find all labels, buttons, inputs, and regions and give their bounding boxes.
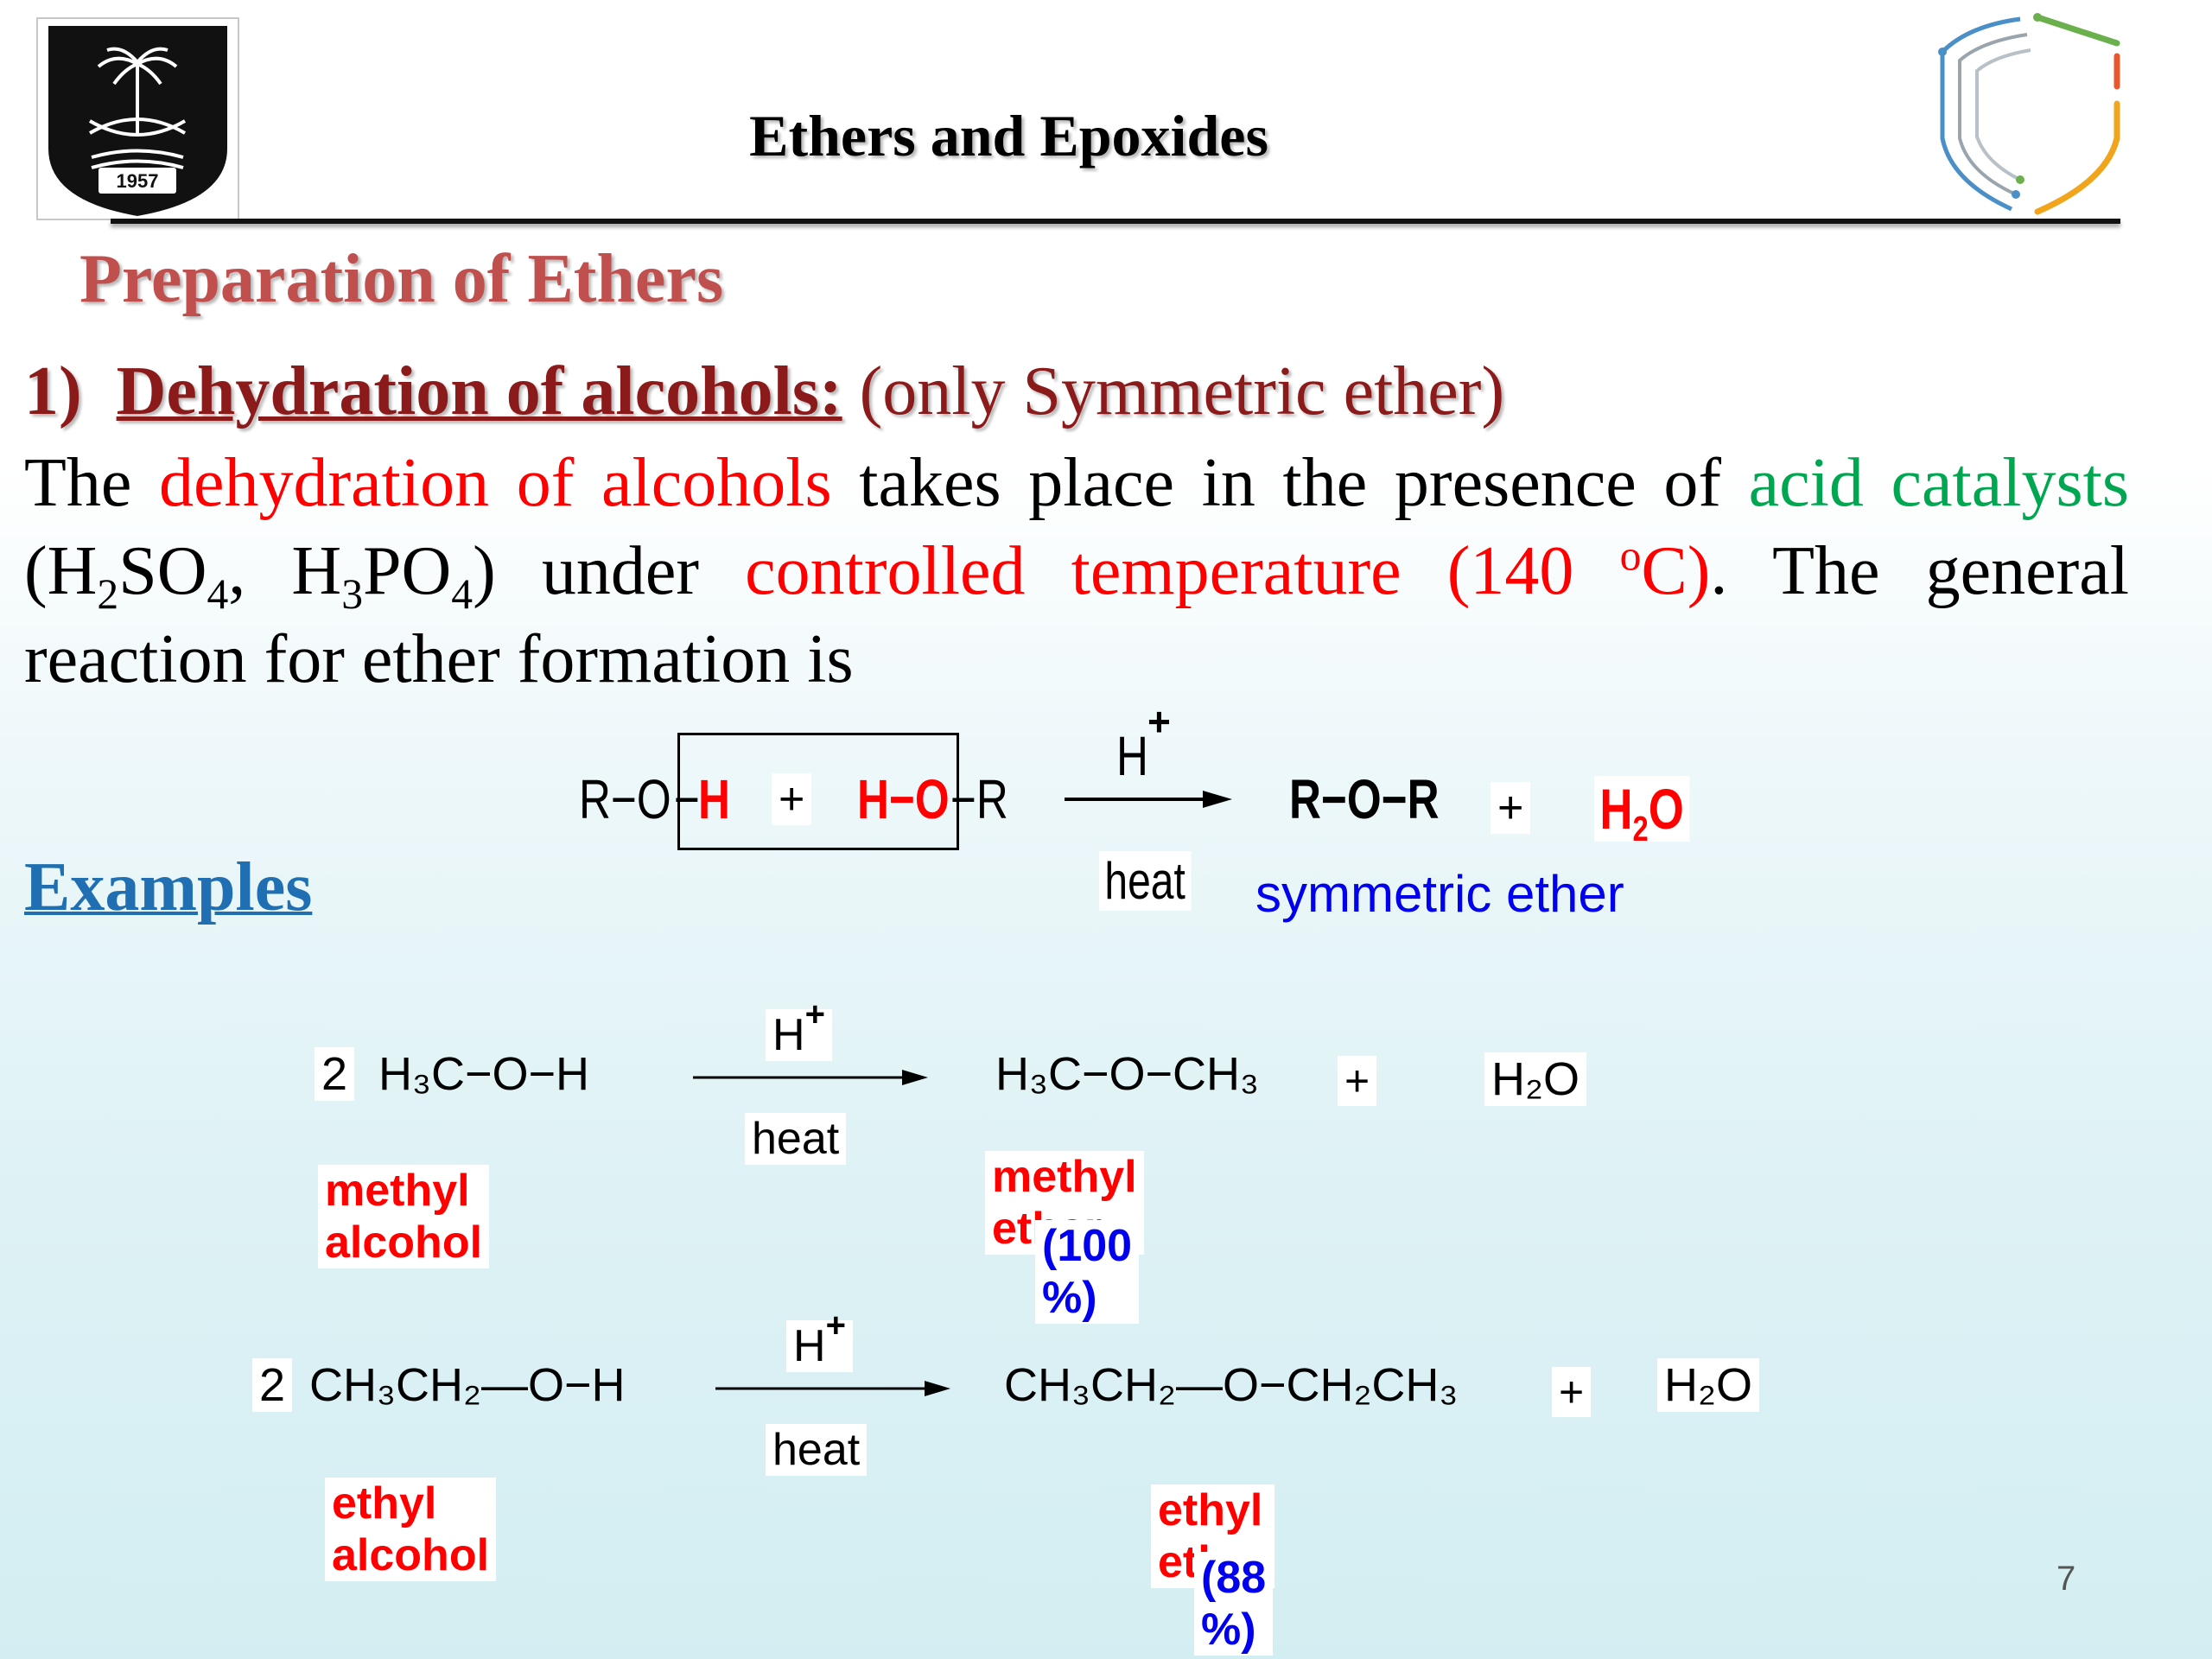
general-condition-heat: heat <box>1099 851 1192 911</box>
subsection-number: 1) <box>24 353 82 429</box>
highlight-acid-catalysts: acid catalysts <box>1748 445 2130 521</box>
logo-year-text: 1957 <box>117 170 159 192</box>
eliminated-water-box <box>677 733 959 850</box>
example2-reactant: CH₃CH₂—O−H <box>309 1359 626 1411</box>
general-catalyst-plus: + <box>1147 699 1171 744</box>
general-reactant-left: R−O <box>579 768 671 830</box>
example2-coefficient: 2 <box>252 1358 293 1412</box>
symmetric-ether-label: symmetric ether <box>1255 865 1624 923</box>
highlight-temperature: controlled temperature (140 oC) <box>745 531 1711 609</box>
example2-arrow-icon <box>715 1381 950 1396</box>
example1-reactant: H₃C−O−H <box>378 1048 590 1100</box>
general-reactant-right: −R <box>950 768 1008 830</box>
title-divider <box>111 219 2120 224</box>
page-number: 7 <box>2056 1560 2076 1598</box>
subsection-heading: 1) Dehydration of alcohols: (only Symmet… <box>24 353 1504 431</box>
subsection-note: (only Symmetric ether) <box>859 353 1505 429</box>
general-product-ether: R−O−R <box>1289 768 1440 830</box>
example1-plus: + <box>1338 1056 1377 1106</box>
example1-arrow-icon <box>693 1070 928 1085</box>
example2-water: H₂O <box>1657 1358 1759 1412</box>
example1-coefficient: 2 <box>315 1047 355 1101</box>
body-paragraph: The dehydration of alcohols takes place … <box>24 445 2130 697</box>
example1-product: H₃C−O−CH₃ <box>995 1048 1260 1100</box>
example2-catalyst: H+ <box>786 1308 853 1372</box>
general-plus-2: + <box>1491 782 1531 834</box>
methyl-alcohol-label: methyl alcohol <box>318 1165 490 1268</box>
general-plus-1: + <box>772 773 812 825</box>
examples-heading: Examples <box>24 849 313 925</box>
university-logo: 1957 <box>36 17 239 220</box>
example1-water: H₂O <box>1484 1052 1586 1106</box>
circuit-shield-icon <box>1938 13 2120 215</box>
ethyl-alcohol-label: ethyl alcohol <box>325 1478 497 1581</box>
section-heading: Preparation of Ethers <box>79 241 724 317</box>
example1-catalyst: H+ <box>766 997 832 1061</box>
shield-emblem-icon: 1957 <box>48 26 227 216</box>
example2-plus: + <box>1552 1367 1592 1417</box>
general-ho-right: H−O <box>857 768 950 830</box>
general-product-water: H2O <box>1594 776 1690 847</box>
methyl-ether-yield: (100 %) <box>1035 1220 1140 1324</box>
subsection-title: Dehydration of alcohols: <box>116 353 842 429</box>
example1-condition-heat: heat <box>745 1113 847 1165</box>
ethyl-ether-yield: (88 %) <box>1194 1552 1274 1656</box>
example2-condition-heat: heat <box>766 1424 868 1476</box>
general-reaction-arrow-icon <box>1065 791 1232 808</box>
general-h-left: H <box>698 768 730 830</box>
slide-title: Ethers and Epoxides <box>749 103 1268 168</box>
highlight-dehydration: dehydration of alcohols <box>159 445 832 521</box>
example2-product: CH₃CH₂—O−CH₂CH₃ <box>1004 1359 1459 1411</box>
department-logo <box>1934 9 2124 216</box>
general-catalyst: H <box>1116 725 1148 787</box>
